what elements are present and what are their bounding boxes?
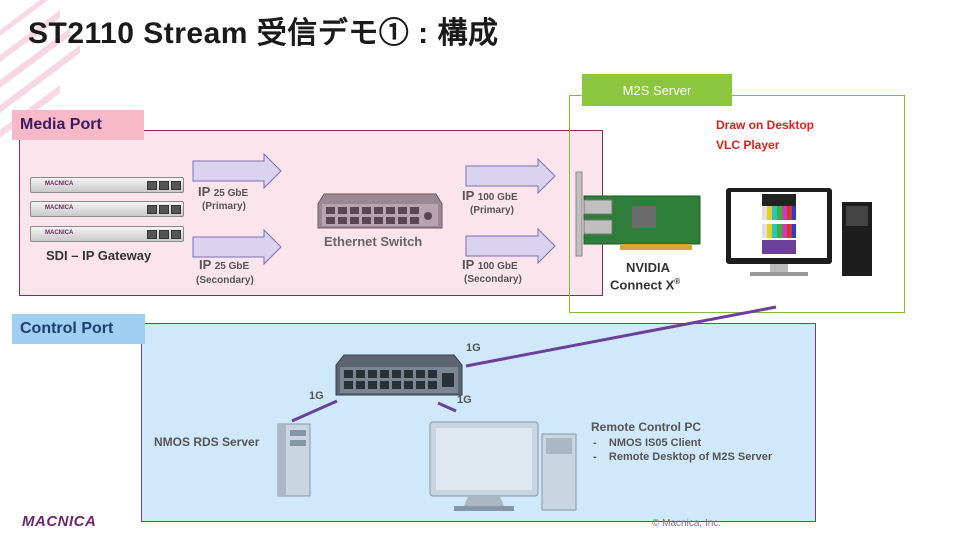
m2s-desktop-icon <box>726 188 872 276</box>
nmos-server-icon <box>277 423 311 497</box>
remote-pc-item-1: - NMOS IS05 Client <box>593 437 702 449</box>
copyright: © Macnica, Inc. <box>652 518 722 529</box>
m2s-caption-draw: Draw on Desktop <box>716 118 815 132</box>
link-ip25-primary-role: (Primary) <box>202 201 246 212</box>
media-port-label: Media Port <box>12 110 144 140</box>
gateway-label: SDI – IP Gateway <box>46 248 152 263</box>
gateway-logo-2: MACNICA <box>45 205 74 211</box>
m2s-server-label: M2S Server <box>582 74 732 106</box>
gateway-unit-3: MACNICA <box>30 226 184 242</box>
ethernet-switch-label: Ethernet Switch <box>324 234 423 249</box>
page-title: ST2110 Stream 受信デモ① : 構成 <box>28 17 499 50</box>
link-ip25-secondary-role: (Secondary) <box>196 275 254 286</box>
control-port-label: Control Port <box>12 314 145 344</box>
link-1g-remote: 1G <box>457 394 472 406</box>
macnica-logo: MACNICA <box>22 513 97 530</box>
link-1g-nmos: 1G <box>309 390 324 402</box>
m2s-server-region <box>569 95 905 313</box>
remote-pc-item-2: - Remote Desktop of M2S Server <box>593 451 773 463</box>
link-ip100-secondary-role: (Secondary) <box>464 274 522 285</box>
ethernet-switch-icon <box>317 193 443 229</box>
nic-label-line1: NVIDIA <box>626 260 671 275</box>
remote-pc-icon <box>429 421 577 511</box>
nmos-server-label: NMOS RDS Server <box>154 435 260 449</box>
control-switch-icon <box>335 354 463 396</box>
m2s-caption-vlc: VLC Player <box>716 138 780 152</box>
remote-pc-label: Remote Control PC <box>591 420 702 434</box>
nic-label-line2: Connect X® <box>610 277 681 293</box>
link-ip25-primary: IP 25 GbE <box>198 184 249 199</box>
link-ip100-primary-role: (Primary) <box>470 205 514 216</box>
gateway-unit-1: MACNICA <box>30 177 184 193</box>
gateway-unit-2: MACNICA <box>30 201 184 217</box>
link-ip25-secondary: IP 25 GbE <box>199 257 250 272</box>
link-1g-m2s: 1G <box>466 342 481 354</box>
gateway-logo-1: MACNICA <box>45 181 74 187</box>
nic-card-icon <box>575 171 701 257</box>
link-ip100-secondary: IP 100 GbE <box>462 257 518 272</box>
gateway-logo-3: MACNICA <box>45 230 74 236</box>
link-ip100-primary: IP 100 GbE <box>462 188 518 203</box>
